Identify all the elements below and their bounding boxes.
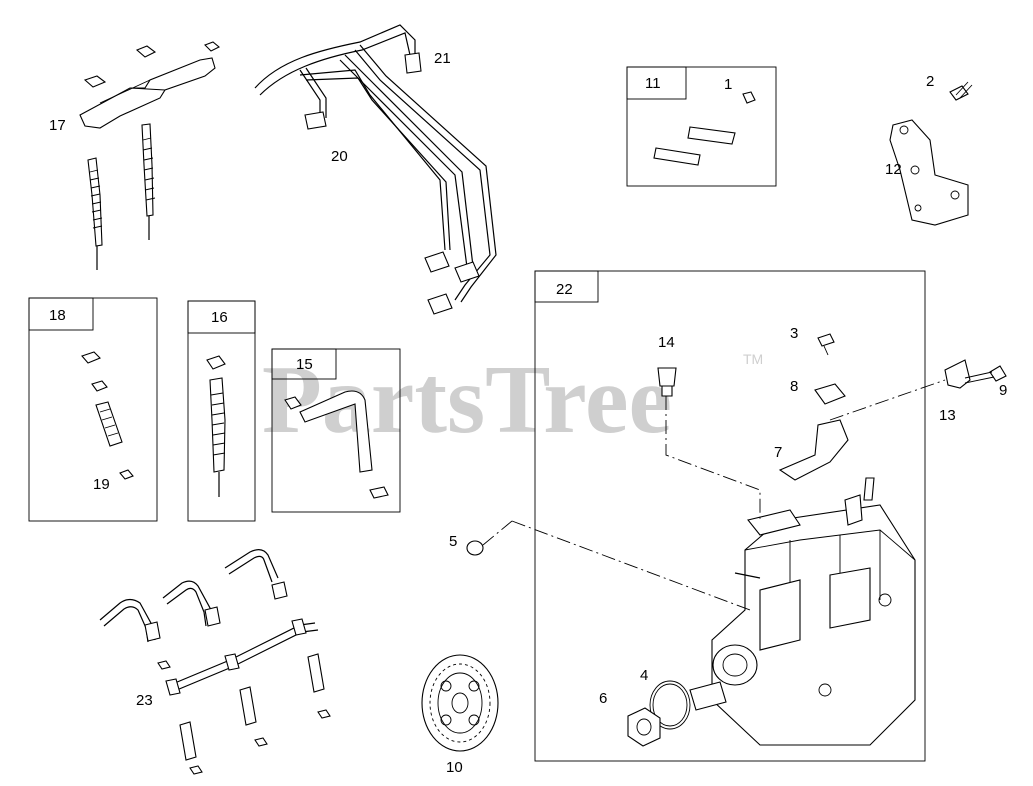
part-13-bracket (944, 359, 971, 389)
part-16-injector (206, 355, 226, 497)
part-22-injection-pump (689, 477, 916, 746)
callout-11: 11 (645, 75, 661, 92)
part-17-injector-left (87, 157, 103, 270)
part-5-nut (466, 540, 484, 556)
assembly-lines (482, 379, 946, 611)
part-9-bolt (964, 365, 1007, 384)
watermark-logo: PartsTree (262, 346, 672, 454)
box-22 (534, 270, 926, 762)
callout-22: 22 (556, 281, 573, 298)
callout-19: 19 (93, 476, 110, 493)
part-11-clips (653, 91, 756, 166)
callout-16: 16 (211, 309, 228, 326)
callout-6: 6 (599, 690, 607, 707)
part-7-bracket (778, 419, 849, 481)
part-20-injection-lines (254, 24, 497, 315)
callout-2: 2 (926, 73, 934, 90)
callout-5: 5 (449, 533, 457, 550)
box-11 (626, 66, 777, 187)
box-15 (271, 348, 401, 513)
callout-21: 21 (434, 50, 451, 67)
callout-13: 13 (939, 407, 956, 424)
callout-20: 20 (331, 148, 348, 165)
callout-17: 17 (49, 117, 66, 134)
part-17-shield (79, 41, 220, 129)
part-19-injector-components (81, 351, 134, 480)
part-4-o-ring (649, 680, 691, 730)
callout-23: 23 (136, 692, 153, 709)
part-15-return-hose (284, 390, 389, 499)
callout-12: 12 (885, 161, 902, 178)
watermark-trademark: TM (743, 351, 763, 367)
callout-3: 3 (790, 325, 798, 342)
box-16 (187, 300, 256, 522)
callout-4: 4 (640, 667, 648, 684)
callout-1: 1 (724, 76, 732, 93)
box-18 (28, 297, 158, 522)
callout-15: 15 (296, 356, 313, 373)
callout-14: 14 (658, 334, 675, 351)
part-8-clip (814, 383, 846, 405)
part-6-nut (627, 707, 661, 747)
part-17-injector-right (141, 123, 156, 240)
callout-labels: 1 2 3 4 5 6 7 8 9 10 11 12 13 14 15 16 1… (49, 50, 1007, 776)
part-2-bolt (949, 81, 973, 101)
callout-18: 18 (49, 307, 66, 324)
callout-7: 7 (774, 444, 782, 461)
part-14-solenoid (657, 367, 677, 397)
part-12-bracket (889, 119, 969, 226)
part-10-drive-gear (421, 654, 499, 752)
part-3-screw (817, 333, 835, 356)
callout-10: 10 (446, 759, 463, 776)
part-23-leak-off-lines (99, 549, 331, 775)
callout-8: 8 (790, 378, 798, 395)
callout-9: 9 (999, 382, 1007, 399)
